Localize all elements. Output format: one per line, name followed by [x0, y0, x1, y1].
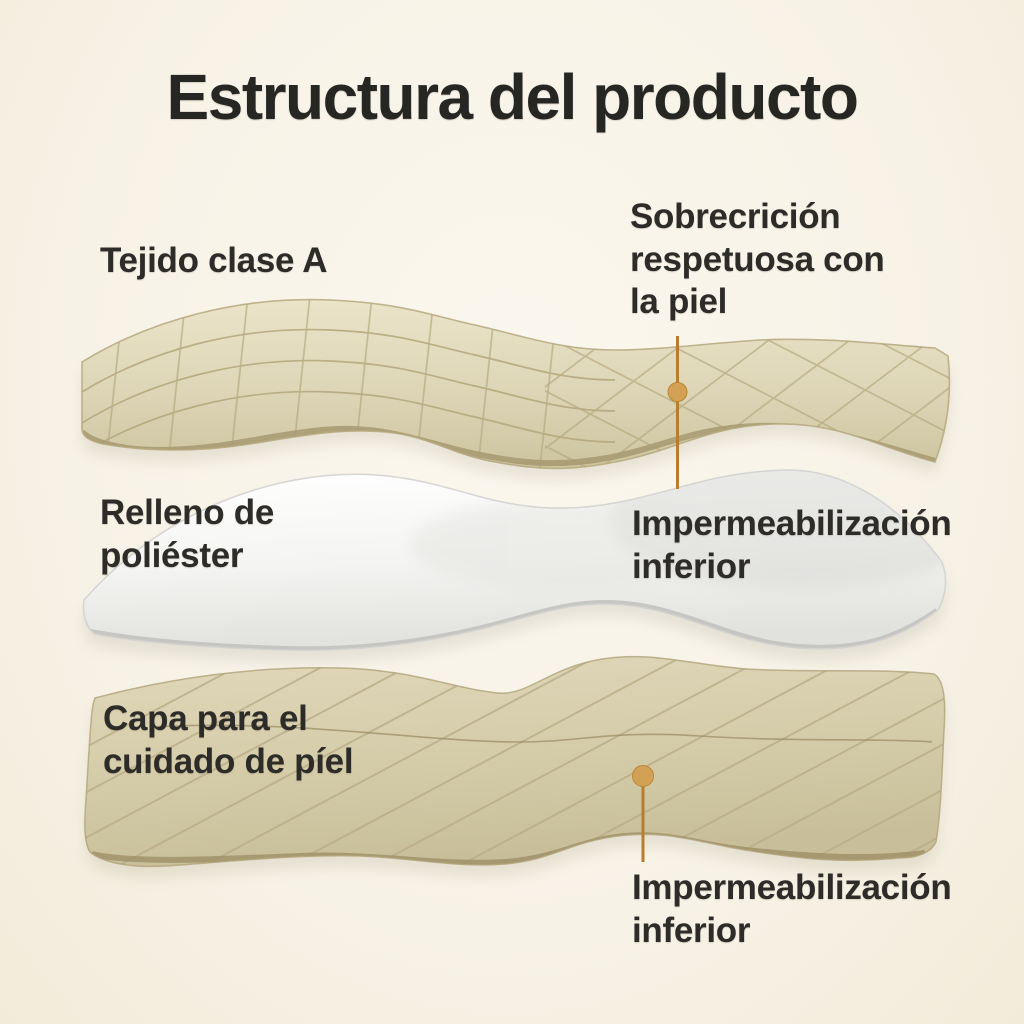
- label-tejido-clase-a: Tejido clase A: [100, 241, 328, 280]
- annotation-connectors: [632, 336, 688, 862]
- label-sobrecricion-respetuosa: Sobrecrición respetuosa con la piel: [630, 197, 885, 322]
- layer-skin-care-bottom: [84, 655, 946, 868]
- label-impermeabilizacion-media: Impermeabilización inferior: [632, 504, 952, 586]
- label-impermeabilizacion-inferior: Impermeabilización inferior: [632, 868, 952, 950]
- page-title: Estructura del producto: [166, 61, 859, 133]
- marker-dot-top: [667, 382, 688, 402]
- label-capa-cuidado-piel: Capa para el cuidado de píel: [103, 699, 354, 781]
- label-relleno-poliester: Relleno de poliéster: [100, 493, 274, 575]
- fabric-seam-line: [149, 724, 933, 743]
- marker-dot-bottom: [632, 765, 654, 787]
